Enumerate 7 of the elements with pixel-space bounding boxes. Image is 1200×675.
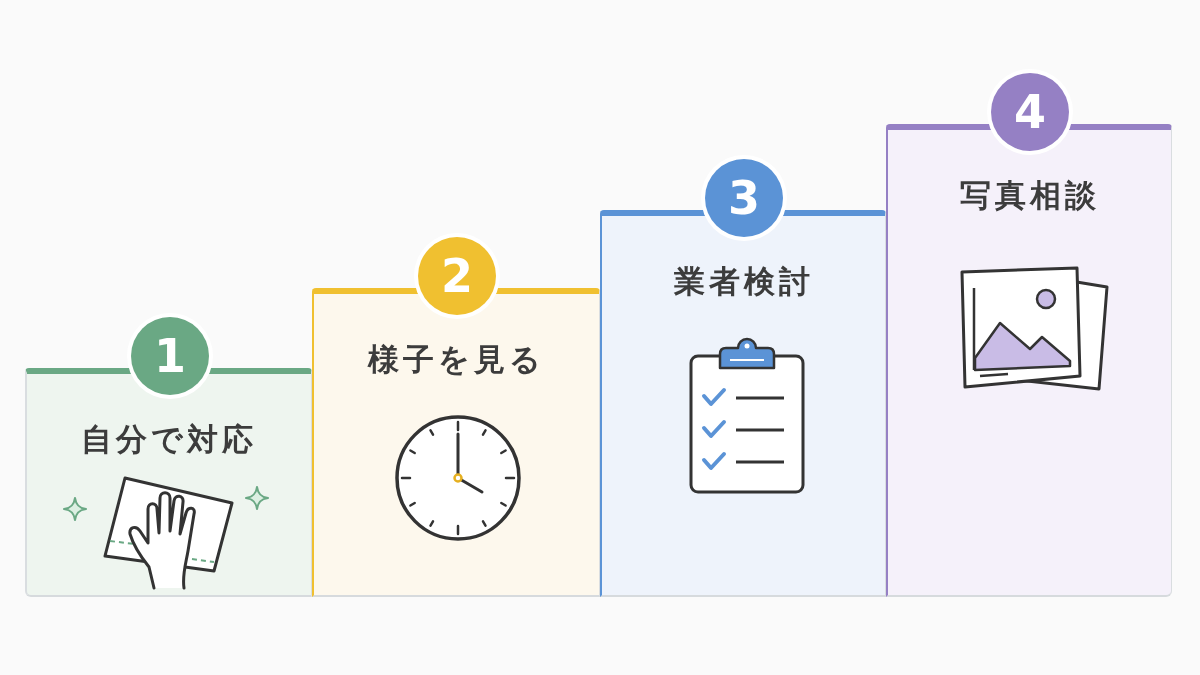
step-number-badge: 1 <box>131 317 209 395</box>
step-title: 業者検討 <box>673 262 814 301</box>
step-number-badge: 2 <box>418 237 496 315</box>
step-title: 写真相談 <box>959 176 1100 215</box>
step-title: 自分で対応 <box>81 420 257 459</box>
step-title: 様子を見る <box>368 340 545 379</box>
step-number-badge: 3 <box>705 159 783 237</box>
